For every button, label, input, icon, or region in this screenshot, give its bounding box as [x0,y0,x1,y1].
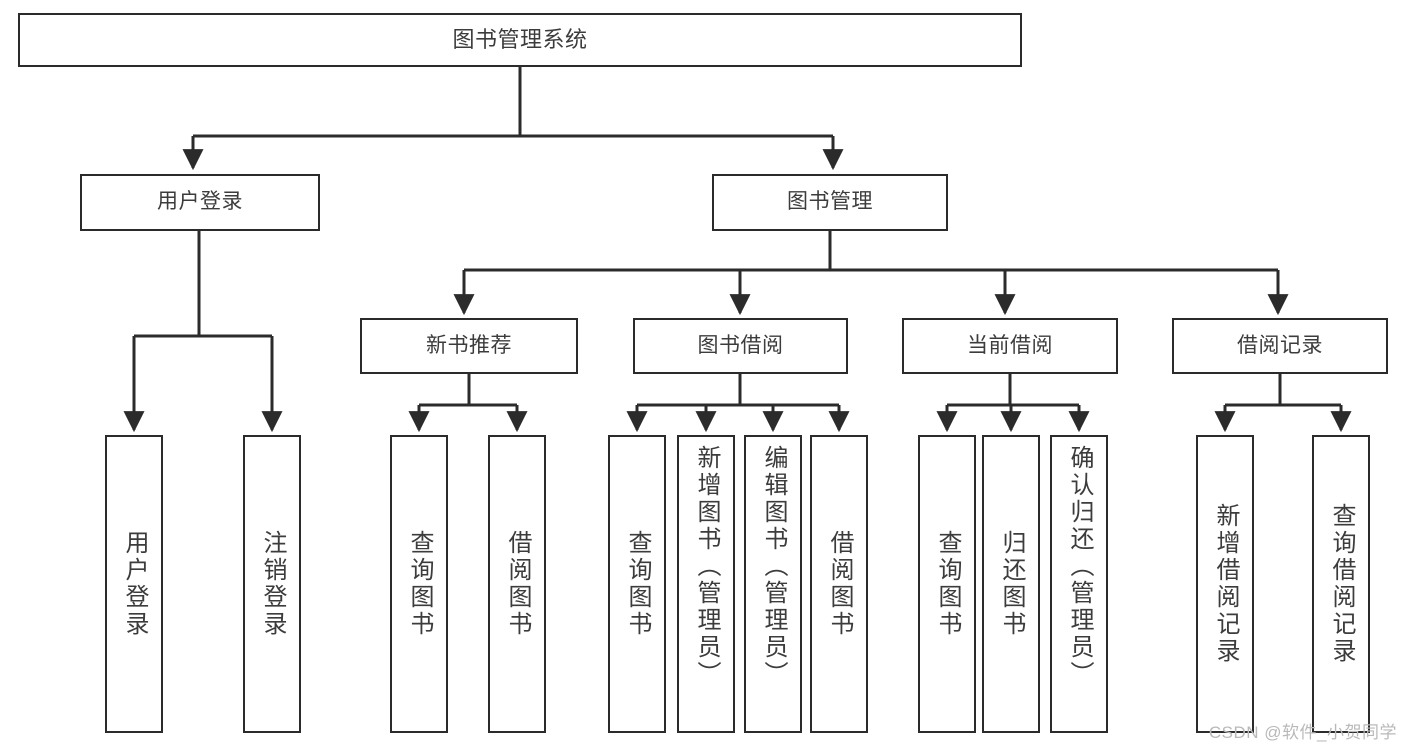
node-label: 查询图书 [934,530,961,638]
node-root-system[interactable]: 图书管理系统 [18,13,1022,67]
node-label: 查询图书 [406,530,433,638]
leaf-new-book-borrow[interactable]: 借阅图书 [488,435,546,733]
leaf-new-book-query[interactable]: 查询图书 [390,435,448,733]
leaf-borrow-record-add[interactable]: 新增借阅记录 [1196,435,1254,733]
node-label: 确认归还（管理员） [1066,445,1093,688]
node-label: 注销登录 [259,530,286,638]
node-label: 查询借阅记录 [1328,503,1355,665]
node-label: 图书管理系统 [452,27,588,53]
node-label: 归还图书 [998,530,1025,638]
node-label: 新增图书（管理员） [693,445,720,688]
leaf-book-borrow-edit[interactable]: 编辑图书（管理员） [744,435,802,733]
leaf-user-login-signin[interactable]: 用户登录 [105,435,163,733]
node-book-management[interactable]: 图书管理 [712,174,948,231]
node-new-book-recommend[interactable]: 新书推荐 [360,318,578,374]
leaf-user-login-signout[interactable]: 注销登录 [243,435,301,733]
node-label: 图书管理 [787,190,873,214]
node-label: 借阅记录 [1237,333,1323,357]
leaf-book-borrow-query[interactable]: 查询图书 [608,435,666,733]
node-label: 图书借阅 [697,333,784,357]
node-label: 新增借阅记录 [1212,503,1239,665]
node-label: 借阅图书 [504,530,531,638]
node-label: 用户登录 [157,190,243,214]
node-current-borrow[interactable]: 当前借阅 [902,318,1118,374]
node-user-login[interactable]: 用户登录 [80,174,320,231]
leaf-borrow-record-query[interactable]: 查询借阅记录 [1312,435,1370,733]
node-label: 用户登录 [121,530,148,638]
node-label: 编辑图书（管理员） [760,445,787,688]
node-label: 借阅图书 [826,530,853,638]
leaf-book-borrow-add[interactable]: 新增图书（管理员） [677,435,735,733]
leaf-current-borrow-confirm-return[interactable]: 确认归还（管理员） [1050,435,1108,733]
leaf-current-borrow-return[interactable]: 归还图书 [982,435,1040,733]
node-book-borrow[interactable]: 图书借阅 [633,318,848,374]
leaf-book-borrow-lend[interactable]: 借阅图书 [810,435,868,733]
leaf-current-borrow-query[interactable]: 查询图书 [918,435,976,733]
node-label: 查询图书 [624,530,651,638]
node-label: 当前借阅 [967,333,1053,357]
node-borrow-record[interactable]: 借阅记录 [1172,318,1388,374]
node-label: 新书推荐 [426,333,512,357]
